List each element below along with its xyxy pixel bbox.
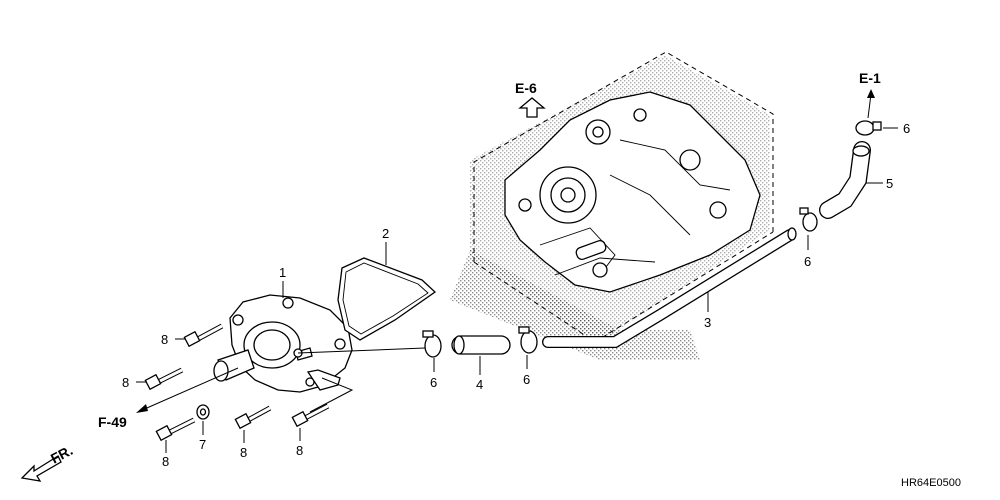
reference-f49-label: F-49 [98, 414, 127, 430]
flange-bolt-a [183, 323, 224, 348]
callout-7-label: 7 [199, 437, 206, 452]
callout-6-a-label: 6 [430, 375, 437, 390]
callout-8-e-label: 8 [296, 443, 303, 458]
hose-clamp-c [799, 207, 818, 232]
reference-e1: E-1 [859, 70, 881, 119]
callout-1: 1 [279, 265, 286, 298]
callout-5: 5 [866, 176, 893, 191]
callout-5-label: 5 [886, 176, 893, 191]
short-hose [451, 335, 511, 355]
up-arrow-icon [518, 97, 546, 118]
callout-6-d-label: 6 [903, 121, 910, 136]
water-pipe [542, 227, 797, 348]
sealing-washer [196, 404, 210, 420]
callout-4-label: 4 [476, 377, 483, 392]
bent-hose [819, 141, 871, 219]
callout-4: 4 [476, 356, 483, 392]
callout-6-a: 6 [430, 358, 437, 390]
callout-6-b-label: 6 [523, 372, 530, 387]
arrowhead-icon [867, 89, 875, 98]
flange-bolt-e [291, 403, 330, 428]
callout-8-b: 8 [122, 375, 147, 390]
callout-8-e: 8 [296, 428, 303, 458]
callout-2: 2 [382, 226, 389, 265]
leader-lines [136, 347, 426, 413]
callout-3-label: 3 [704, 315, 711, 330]
callout-6-c-label: 6 [804, 254, 811, 269]
reference-e6: E-6 [515, 80, 546, 118]
reference-e1-label: E-1 [859, 70, 881, 86]
reference-e6-label: E-6 [515, 80, 537, 96]
callout-8-c-label: 8 [162, 454, 169, 469]
arrowhead-icon [136, 404, 148, 413]
front-direction-indicator: FR. [20, 442, 75, 482]
callout-8-d: 8 [240, 430, 247, 460]
hose-clamp-a [422, 330, 442, 358]
callout-3: 3 [704, 292, 711, 330]
callout-8-b-label: 8 [122, 375, 129, 390]
flange-bolt-c [155, 417, 196, 442]
hose-clamp-b [518, 326, 538, 354]
diagram-code: HR64E0500 [901, 477, 961, 489]
callout-8-a-label: 8 [161, 332, 168, 347]
callout-8-c: 8 [162, 440, 169, 469]
engine-crankcase-illustration [450, 51, 774, 360]
callout-7: 7 [199, 421, 206, 452]
callout-8-d-label: 8 [240, 445, 247, 460]
flange-bolt-d [234, 405, 272, 430]
callout-8-a: 8 [161, 332, 186, 347]
callout-6-b: 6 [523, 355, 530, 387]
front-arrow-icon [20, 455, 62, 482]
o-ring-gasket [337, 257, 437, 341]
flange-bolt-b [144, 367, 184, 391]
callout-1-label: 1 [279, 265, 286, 280]
water-pump-cover [213, 294, 353, 393]
callout-2-label: 2 [382, 226, 389, 241]
hose-clamp-d [855, 120, 882, 136]
callout-6-c: 6 [804, 235, 811, 269]
callout-6-d: 6 [883, 121, 910, 136]
